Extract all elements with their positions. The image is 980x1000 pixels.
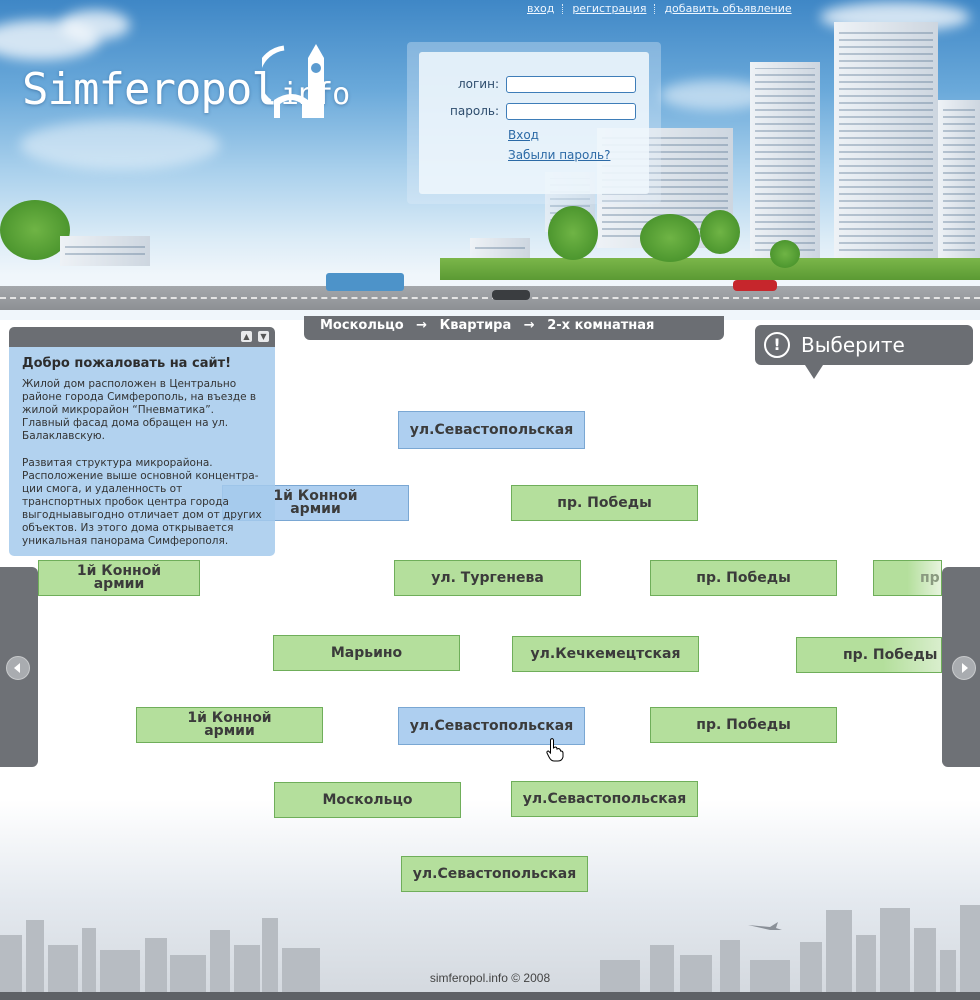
welcome-paragraph: Развитая структура микрорайона. Располож…	[22, 457, 262, 547]
district-button[interactable]: ул.Севастопольская	[398, 411, 585, 449]
building	[750, 62, 820, 262]
district-label-line: 1й Конной	[76, 563, 162, 579]
district-button[interactable]: пр. Победы	[650, 707, 837, 743]
password-label: пароль:	[450, 104, 499, 118]
exclamation-icon: !	[764, 332, 790, 358]
register-link[interactable]: регистрация	[572, 2, 647, 15]
tree	[0, 200, 70, 260]
separator	[562, 4, 564, 14]
welcome-title: Добро пожаловать на сайт!	[22, 356, 232, 371]
district-button[interactable]: ул.Севастопольская	[401, 856, 588, 892]
cloud	[60, 10, 130, 40]
district-label-line: 1й Конной	[273, 488, 358, 504]
district-label-line: 1й Конной	[187, 710, 272, 726]
footer-copyright: simferopol.info © 2008	[429, 971, 551, 985]
district-label-line: армии	[204, 723, 255, 739]
district-label: пр. Победы	[696, 569, 791, 586]
lawn	[440, 258, 980, 280]
district-label: пр. Победы	[557, 494, 652, 511]
login-panel: логин: пароль: Вход Забыли пароль?	[407, 42, 661, 204]
login-link[interactable]: вход	[527, 2, 555, 15]
trolleybus	[326, 273, 404, 291]
forgot-password-link[interactable]: Забыли пароль?	[508, 148, 611, 162]
breadcrumb-item[interactable]: Квартира	[439, 318, 512, 333]
district-button[interactable]: ул.Кечкемецтская	[512, 636, 699, 672]
building	[470, 238, 530, 260]
breadcrumb-item: 2-х комнатная	[547, 318, 655, 333]
district-button[interactable]: ул.Севастопольская	[511, 781, 698, 817]
breadcrumb: Москольцо → Квартира → 2-х комнатная	[304, 316, 724, 340]
tree	[640, 214, 700, 262]
district-label: ул.Севастопольская	[412, 865, 577, 882]
district-button[interactable]: пр. Победы	[796, 637, 942, 673]
welcome-panel-header: ▲ ▼	[9, 327, 275, 347]
header-banner: вход регистрация добавить объявление Simfe…	[0, 0, 980, 320]
district-button-hovered[interactable]: ул.Севастопольская	[398, 707, 585, 745]
district-label: пр. Победы	[696, 716, 791, 733]
cloud	[20, 120, 220, 170]
district-label: Марьино	[330, 644, 403, 661]
hand-cursor-icon	[546, 738, 564, 762]
district-label-line: армии	[93, 576, 145, 592]
welcome-panel: Добро пожаловать на сайт! Жилой дом расп…	[9, 347, 275, 556]
district-label: ул.Севастопольская	[522, 790, 687, 807]
password-input[interactable]	[506, 103, 636, 120]
road-marking	[0, 297, 980, 300]
building	[834, 22, 938, 262]
district-label: ул.Кечкемецтская	[530, 645, 681, 662]
district-button[interactable]: пр	[873, 560, 942, 596]
district-label: ул.Севастопольская	[409, 717, 574, 734]
arrow-left-icon[interactable]	[6, 656, 30, 680]
callout-pointer	[805, 365, 823, 379]
tree	[548, 206, 598, 260]
login-form: логин: пароль: Вход Забыли пароль?	[419, 52, 649, 194]
next-page-panel[interactable]	[942, 567, 980, 767]
house	[60, 236, 150, 266]
top-navigation: вход регистрация добавить объявление	[527, 2, 792, 15]
district-label: пр	[920, 569, 940, 586]
prev-page-panel[interactable]	[0, 567, 38, 767]
district-button[interactable]: пр. Победы	[650, 560, 837, 596]
district-label: Москольцо	[322, 791, 413, 808]
logo-main-text: Simferopol	[22, 64, 278, 115]
district-button[interactable]: пр. Победы	[511, 485, 698, 521]
tree	[770, 240, 800, 268]
arrow-right-icon[interactable]	[952, 656, 976, 680]
breadcrumb-item[interactable]: Москольцо	[320, 318, 404, 333]
district-button[interactable]: Москольцо	[274, 782, 461, 818]
expand-icon[interactable]: ▼	[258, 331, 269, 342]
district-label: ул.Севастопольская	[409, 421, 574, 438]
separator	[654, 4, 656, 14]
callout-text: Выберите район	[801, 333, 905, 397]
choose-district-callout: ! Выберите район	[755, 325, 973, 397]
car	[492, 290, 530, 300]
breadcrumb-separator: →	[523, 318, 535, 333]
district-label-line: армии	[290, 501, 341, 517]
login-label: логин:	[457, 77, 499, 91]
collapse-icon[interactable]: ▲	[241, 331, 252, 342]
district-button[interactable]: Марьино	[273, 635, 460, 671]
district-label: пр. Победы	[843, 646, 938, 663]
district-label: ул. Тургенева	[431, 569, 544, 586]
tree	[700, 210, 740, 254]
welcome-paragraph: Жилой дом расположен в Центрально районе…	[22, 378, 257, 442]
clock-tower-icon	[262, 44, 324, 118]
district-button[interactable]: ул. Тургенева	[394, 560, 581, 596]
add-listing-link[interactable]: добавить объявление	[664, 2, 792, 15]
breadcrumb-separator: →	[416, 318, 428, 333]
car	[733, 280, 777, 291]
building	[938, 100, 980, 262]
login-input[interactable]	[506, 76, 636, 93]
login-submit-link[interactable]: Вход	[508, 128, 539, 142]
footer-bar	[0, 992, 980, 1000]
city-skyline-illustration	[0, 905, 980, 995]
